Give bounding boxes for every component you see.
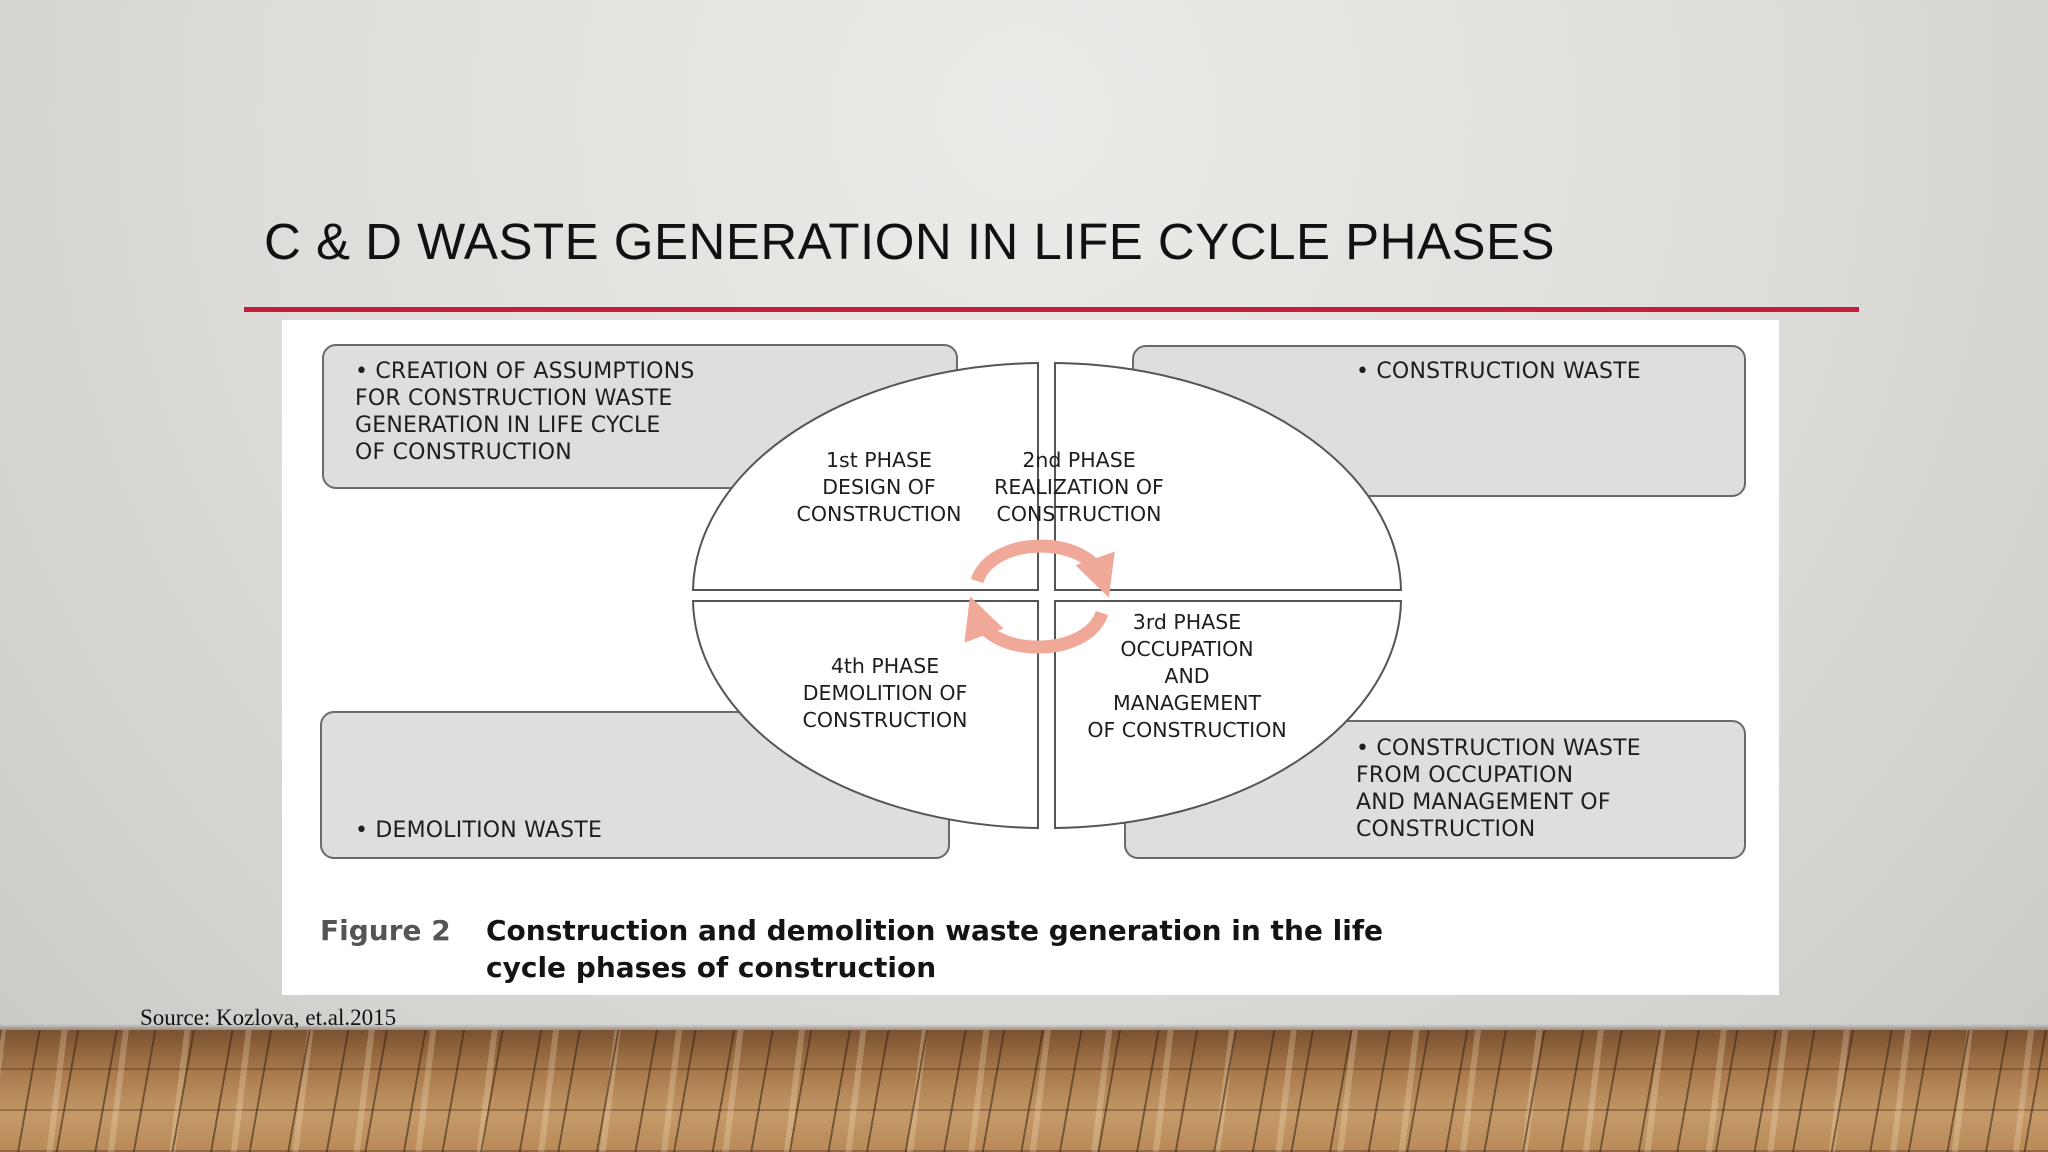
waste-box-text: • CONSTRUCTION WASTE FROM OCCUPATION AND…	[1356, 736, 1641, 842]
phase-3-label: 3rd PHASE OCCUPATION AND MANAGEMENT OF C…	[1087, 610, 1287, 742]
cycle-arrow-bottom	[964, 596, 1109, 654]
wood-floor-background	[0, 1030, 2048, 1152]
cycle-arrow-top	[970, 539, 1115, 598]
title-divider	[244, 307, 1859, 312]
floor-shadow	[0, 1024, 2048, 1034]
phase-2-label: 2nd PHASE REALIZATION OF CONSTRUCTION	[994, 448, 1164, 526]
phase-cycle-diagram	[691, 361, 1403, 830]
phase-4-label: 4th PHASE DEMOLITION OF CONSTRUCTION	[802, 654, 968, 732]
figure-image: • CREATION OF ASSUMPTIONS FOR CONSTRUCTI…	[282, 320, 1779, 995]
quadrant-phase-3	[1054, 600, 1403, 830]
waste-box-text: • CREATION OF ASSUMPTIONS FOR CONSTRUCTI…	[355, 359, 695, 465]
slide-title: C & D WASTE GENERATION IN LIFE CYCLE PHA…	[264, 213, 1556, 270]
quadrant-phase-4	[691, 600, 1039, 830]
waste-box-text: • DEMOLITION WASTE	[355, 818, 603, 843]
waste-box-text: • CONSTRUCTION WASTE	[1356, 359, 1641, 384]
quadrant-phase-2	[1054, 361, 1403, 591]
figure-caption-text: Construction and demolition waste genera…	[486, 914, 1383, 984]
figure-number: Figure 2	[320, 914, 451, 947]
quadrant-phase-1	[691, 361, 1039, 591]
phase-1-label: 1st PHASE DESIGN OF CONSTRUCTION	[796, 448, 962, 526]
